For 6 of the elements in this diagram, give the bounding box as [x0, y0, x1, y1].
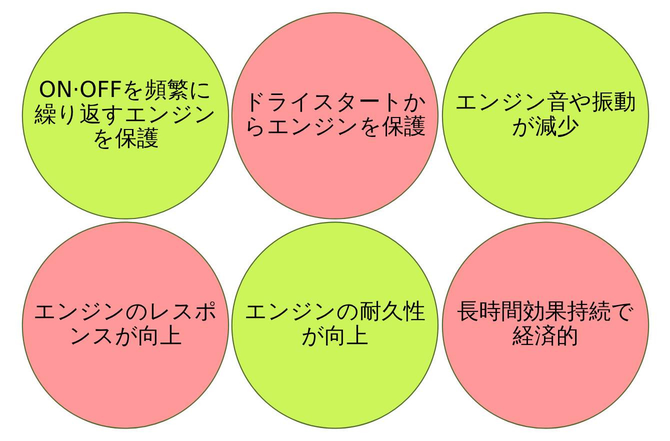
- node-circle: エンジンの耐久性が向上: [230, 222, 438, 429]
- node-circle: エンジンのレスポンスが向上: [21, 222, 229, 429]
- node-circle: 長時間効果持続で経済的: [441, 222, 649, 429]
- node-circle: エンジン音や振動が減少: [441, 12, 649, 220]
- node-circle: ドライスタートからエンジンを保護: [230, 12, 438, 220]
- node-circle: ON·OFFを頻繁に繰り返すエンジンを保護: [21, 12, 229, 220]
